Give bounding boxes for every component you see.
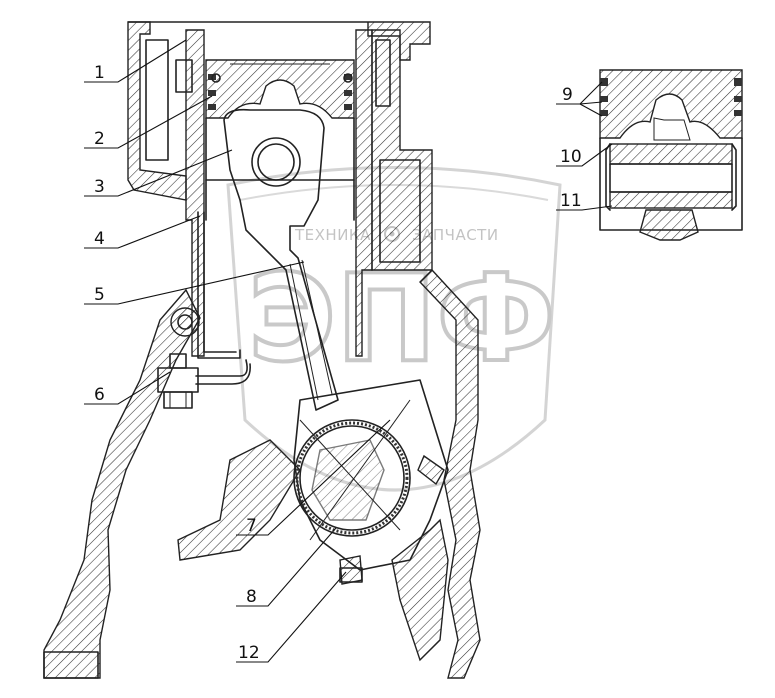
callout-3: 3 [94,177,105,197]
leader-lines [84,39,613,663]
callout-12: 12 [238,643,260,663]
big-end-bearing [293,379,449,585]
callout-8: 8 [246,587,257,607]
callout-4: 4 [94,229,105,249]
callout-10: 10 [560,147,582,167]
callout-6: 6 [94,385,105,405]
piston [205,59,355,221]
engine-block [43,21,481,679]
callout-5: 5 [94,285,105,305]
piston-detail-view [599,69,743,241]
callout-1: 1 [94,63,105,83]
connecting-rod [223,108,339,411]
callout-11: 11 [560,191,582,211]
callout-9: 9 [562,85,573,105]
callout-7: 7 [246,516,257,536]
watermark-logo: ЭПФ [248,250,556,389]
oil-nozzle [157,211,251,409]
watermark: ЭПФ ТЕХНИКА ЗАПЧАСТИ [226,166,562,492]
watermark-right-text: ЗАПЧАСТИ [412,226,499,244]
watermark-left-text: ТЕХНИКА [294,226,371,244]
callout-2: 2 [94,129,105,149]
